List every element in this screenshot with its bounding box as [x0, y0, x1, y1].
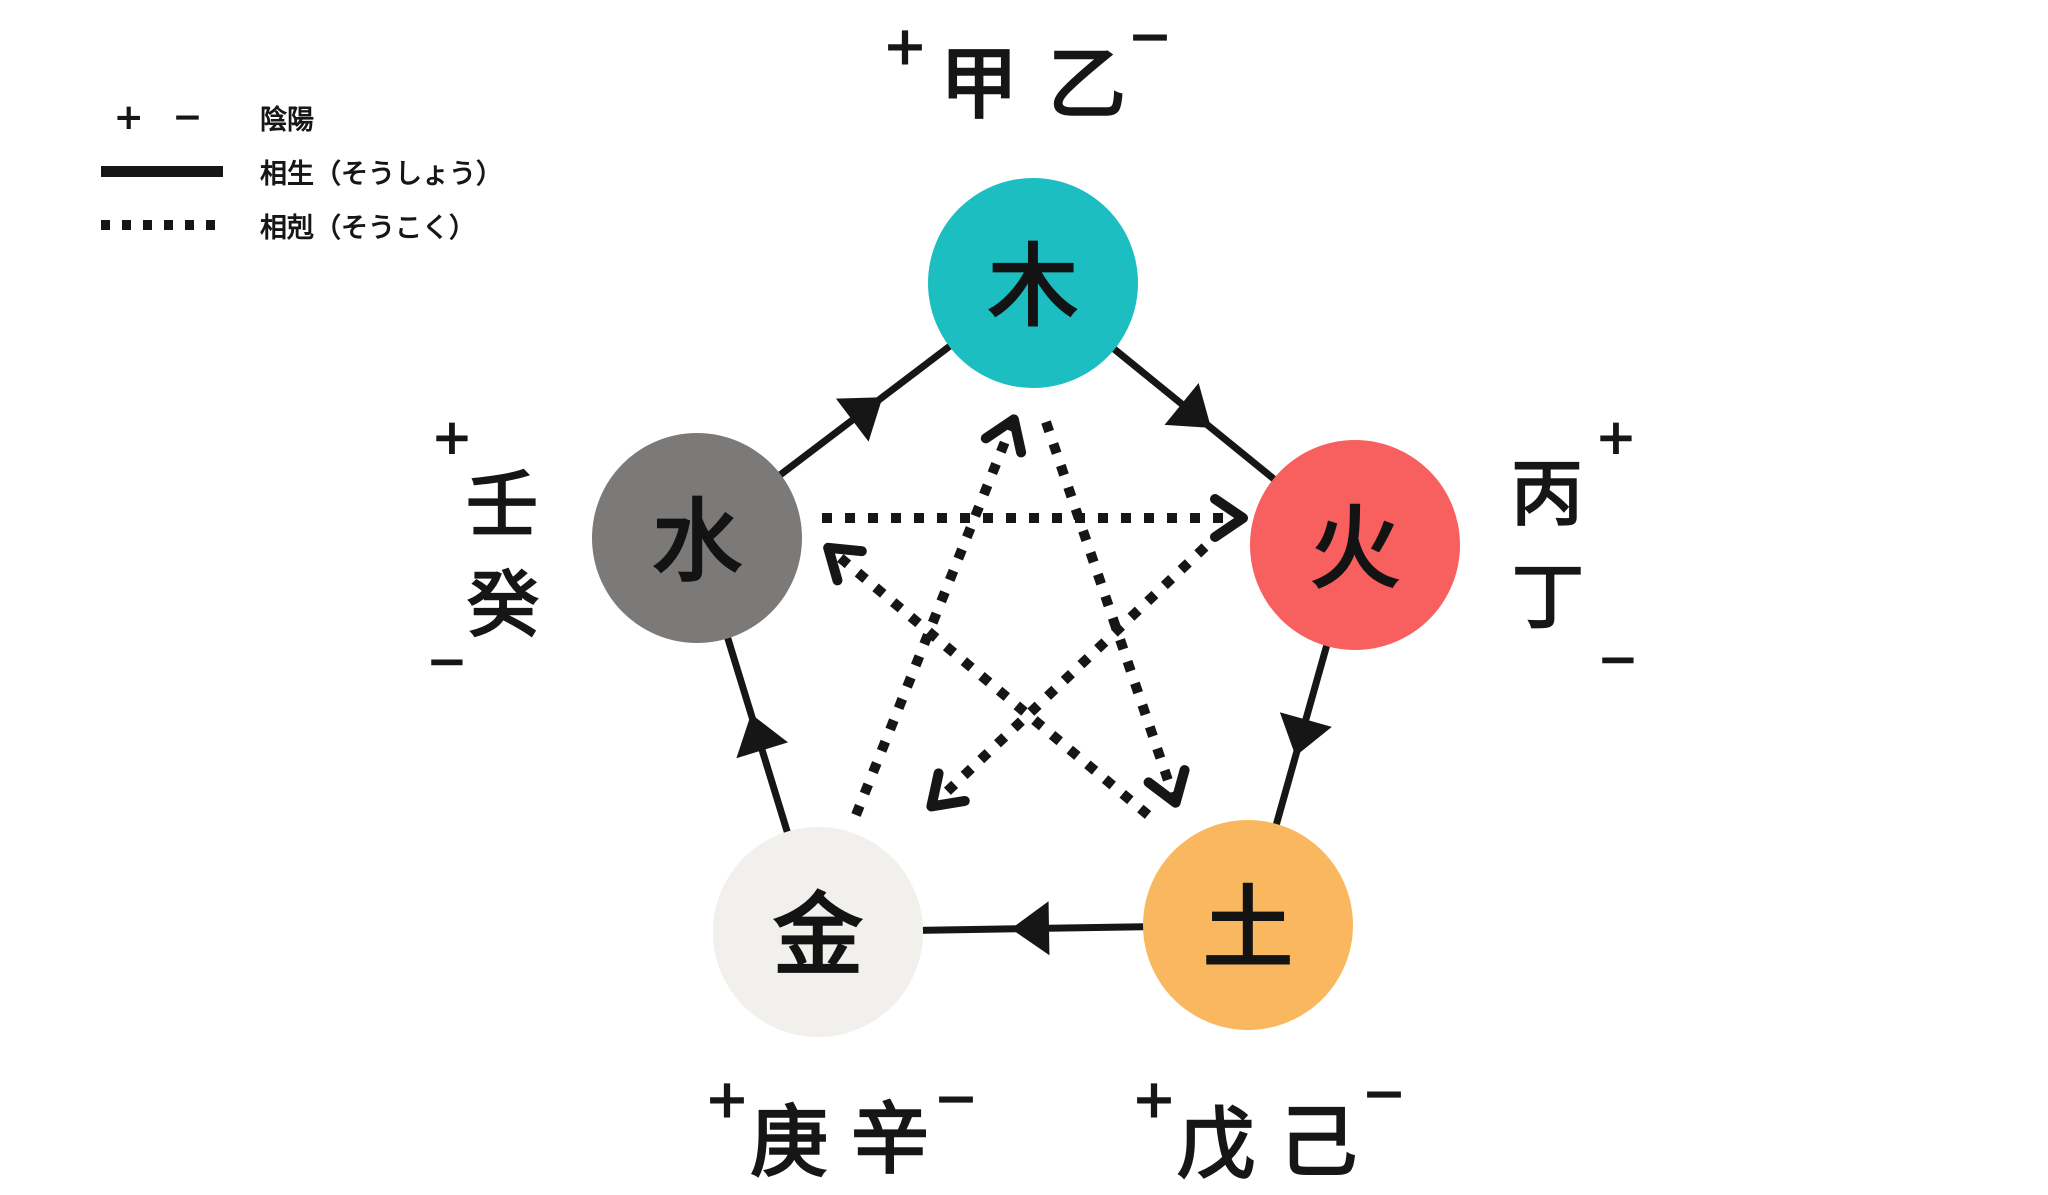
dotted-line-icon — [100, 220, 224, 230]
wood-yin-stem: 乙 — [1048, 40, 1126, 130]
plus-minus-icon: + − — [113, 96, 211, 138]
generating-arrowhead-fire-earth — [1279, 712, 1332, 757]
wood-yang-plus-sign: + — [882, 15, 927, 78]
legend-row-generating: 相生（そうしょう） — [100, 144, 503, 198]
fire-yang-plus-sign: + — [1595, 408, 1637, 466]
overcoming-arrowhead-wood-earth — [1143, 765, 1190, 808]
generating-arrowhead-wood-fire — [1164, 382, 1212, 428]
earth-yin-minus-sign: − — [1361, 1062, 1406, 1125]
water-yin-stem: 癸 — [467, 563, 539, 647]
earth-yang-stem: 戊 — [1177, 1100, 1255, 1190]
earth-yin-stem: 己 — [1279, 1098, 1357, 1188]
overcoming-arrow-metal-wood — [851, 422, 1017, 817]
legend-label-overcoming: 相剋（そうこく） — [260, 212, 476, 244]
metal-yang-plus-sign: + — [704, 1068, 749, 1131]
node-earth — [1143, 820, 1353, 1030]
wood-yin-minus-sign: − — [1127, 5, 1172, 68]
node-wood-kanji: 木 — [988, 235, 1078, 340]
metal-yin-stem: 辛 — [851, 1095, 929, 1185]
element-nodes: 木火土 金 水 — [592, 178, 1460, 1037]
node-water — [592, 433, 802, 643]
node-earth-kanji: 土 — [1203, 877, 1293, 982]
overcoming-arrowhead-earth-water — [823, 542, 867, 586]
overcoming-arrowhead-metal-wood — [980, 414, 1027, 458]
overcoming-arrow-earth-water — [828, 547, 1152, 819]
generating-arrowhead-earth-metal — [1011, 901, 1050, 956]
fire-yin-stem: 丁 — [1512, 555, 1584, 639]
water-yang-stem: 壬 — [466, 463, 538, 547]
legend-row-yinyang: + − 陰陽 — [100, 90, 503, 144]
legend-row-overcoming: 相剋（そうこく） — [100, 198, 503, 252]
overcoming-arrowhead-fire-metal — [926, 768, 970, 812]
node-wood — [928, 178, 1138, 388]
node-fire — [1250, 440, 1460, 650]
generating-arrowhead-metal-water — [736, 713, 789, 759]
node-metal-kanji: 金 — [772, 884, 864, 989]
overcoming-arrowhead-water-fire — [1210, 494, 1248, 542]
node-fire-kanji: 火 — [1310, 497, 1400, 602]
metal-yin-minus-sign: − — [933, 1067, 978, 1130]
node-water-kanji: 水 — [652, 490, 743, 595]
solid-line-icon — [100, 165, 224, 177]
water-yang-plus-sign: + — [431, 408, 473, 466]
earth-yang-plus-sign: + — [1131, 1068, 1176, 1131]
fire-yang-stem: 丙 — [1511, 452, 1583, 536]
metal-yang-stem: 庚 — [750, 1098, 828, 1188]
legend: + − 陰陽 相生（そうしょう） 相剋（そうこく） — [100, 90, 503, 252]
wood-yang-stem: 甲 — [940, 40, 1018, 130]
legend-label-yinyang: 陰陽 — [260, 104, 314, 136]
overcoming-arrow-fire-metal — [931, 543, 1209, 807]
yin-yang-symbol: + − — [100, 97, 224, 138]
water-yin-minus-sign: − — [426, 632, 468, 690]
fire-yin-minus-sign: − — [1597, 630, 1639, 688]
heavenly-stem-labels: + 甲 乙 − + 丙 丁 − + 戊 己 − + 庚 辛 − + 壬 癸 − — [426, 5, 1639, 1191]
node-metal — [713, 827, 923, 1037]
legend-label-generating: 相生（そうしょう） — [260, 158, 503, 190]
generating-arrowhead-water-wood — [835, 397, 883, 442]
overcoming-arrow-wood-earth — [1041, 420, 1179, 800]
overcoming-cycle-arrows — [822, 414, 1248, 819]
